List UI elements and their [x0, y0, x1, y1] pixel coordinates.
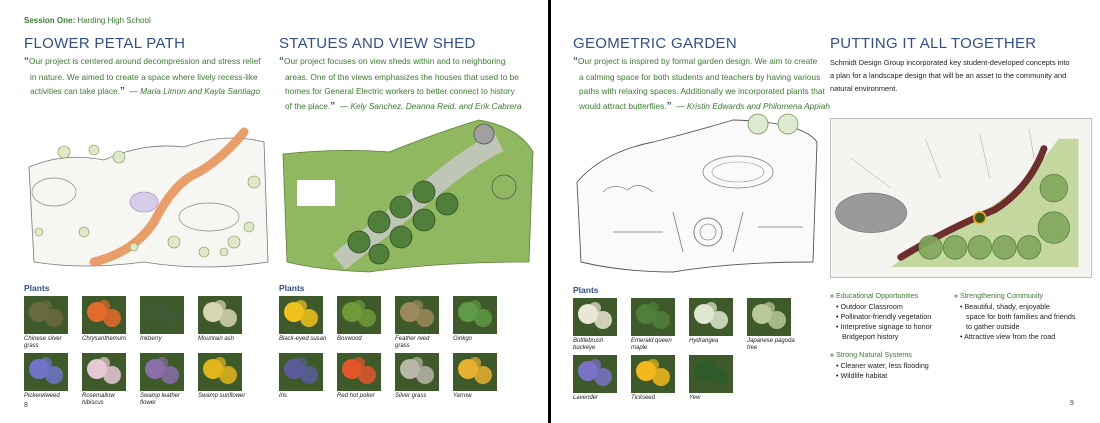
- putting-it-together-body: Schmidt Design Group incorporated key st…: [830, 58, 1070, 93]
- geometric-garden-quote: “Our project is inspired by formal garde…: [573, 56, 830, 112]
- benefit-item: Bridgeport history: [842, 332, 899, 341]
- benefit-item: • Wildlife habitat: [836, 371, 888, 380]
- benefit-item: • Beautiful, shady, enjoyable: [960, 302, 1050, 311]
- benefit-item: to gather outside: [966, 322, 1020, 331]
- plant-caption: Black-eyed susan: [279, 336, 327, 342]
- plant-photo: [24, 353, 68, 391]
- benefit-item: • Attractive view from the road: [960, 332, 1056, 341]
- benefit-item: • Pollinator-friendly vegetation: [836, 312, 932, 321]
- plant-photo: [140, 296, 184, 334]
- geometric-garden-title: GEOMETRIC GARDEN: [573, 35, 737, 52]
- benefit-heading: » Strong Natural Systems: [830, 350, 912, 359]
- page-number-right: 9: [1070, 400, 1074, 407]
- statues-view-shed-plan: [279, 112, 537, 274]
- plant-photo: [198, 353, 242, 391]
- plant-photo: [24, 296, 68, 334]
- combined-plan-drawing: [831, 119, 1091, 277]
- putting-it-together-title: PUTTING IT ALL TOGETHER: [830, 35, 1037, 52]
- geometric-garden-plan: [573, 112, 821, 274]
- plant-caption: Tickseed: [631, 395, 655, 401]
- right-page: GEOMETRIC GARDEN “Our project is inspire…: [551, 0, 1100, 423]
- plant-caption: Ginkgo: [453, 336, 473, 342]
- plant-caption: Yew: [689, 395, 701, 401]
- plants-heading-geometric: Plants: [573, 285, 599, 295]
- plant-photo: [140, 353, 184, 391]
- benefit-item: • Interpretive signage to honor: [836, 322, 933, 331]
- plant-photo: [631, 355, 675, 393]
- plant-caption: Silver grass: [395, 393, 427, 399]
- plant-caption: Lavender: [573, 395, 599, 401]
- plant-photo: [395, 353, 439, 391]
- plant-photo: [573, 298, 617, 336]
- plant-photo: [453, 296, 497, 334]
- plant-caption: Hydrangea: [689, 338, 719, 344]
- plant-photo: [198, 296, 242, 334]
- plants-heading-flower: Plants: [24, 283, 50, 293]
- plant-caption: Chrysanthemum: [82, 336, 127, 342]
- plant-photo: [337, 353, 381, 391]
- plant-caption: Boxwood: [337, 336, 362, 342]
- flower-petal-path-title: FLOWER PETAL PATH: [24, 35, 186, 52]
- plant-photo: [689, 298, 733, 336]
- flower-petal-path-quote: “Our project is centered around decompre…: [24, 56, 261, 98]
- plant-caption: Swamp sunflower: [198, 393, 246, 399]
- statues-view-shed-title: STATUES AND VIEW SHED: [279, 35, 476, 52]
- statues-plan-drawing: [282, 119, 534, 273]
- plant-photo: [573, 355, 617, 393]
- plant-photo: [337, 296, 381, 334]
- benefit-heading: » Strengthening Community: [954, 291, 1044, 300]
- plant-caption: Red hot poker: [337, 393, 375, 399]
- left-page: Session One: Harding High School FLOWER …: [0, 0, 548, 423]
- plant-caption: Iris: [279, 393, 287, 399]
- plant-caption: Mountain ash: [198, 336, 235, 342]
- flower-plan-drawing: [28, 127, 269, 268]
- benefit-item: • Cleaner water, less flooding: [836, 361, 929, 370]
- benefit-heading: » Educational Opportunities: [830, 291, 919, 300]
- plant-photo: [279, 296, 323, 334]
- combined-landscape-plan: [830, 118, 1092, 278]
- benefit-item: space for both families and friends: [966, 312, 1076, 321]
- spread-gutter: [548, 0, 551, 423]
- plant-caption: Yarrow: [453, 393, 472, 399]
- plant-photo: [747, 298, 791, 336]
- plant-photo: [453, 353, 497, 391]
- plants-heading-statues: Plants: [279, 283, 305, 293]
- session-label: Session One: Harding High School: [24, 16, 151, 25]
- flower-petal-path-plan: [24, 112, 272, 274]
- plant-photo: [279, 353, 323, 391]
- benefit-item: • Outdoor Classroom: [836, 302, 903, 311]
- plant-caption: Pickerelweed: [24, 393, 60, 399]
- plant-photo: [82, 296, 126, 334]
- plant-photo: [631, 298, 675, 336]
- statues-view-shed-quote: “Our project focuses on view sheds withi…: [279, 56, 522, 112]
- plant-photo: [689, 355, 733, 393]
- plant-caption: Inkberry: [140, 336, 162, 342]
- geometric-plan-drawing: [576, 113, 818, 273]
- page-number-left: 8: [24, 402, 28, 409]
- plant-photo: [82, 353, 126, 391]
- plant-photo: [395, 296, 439, 334]
